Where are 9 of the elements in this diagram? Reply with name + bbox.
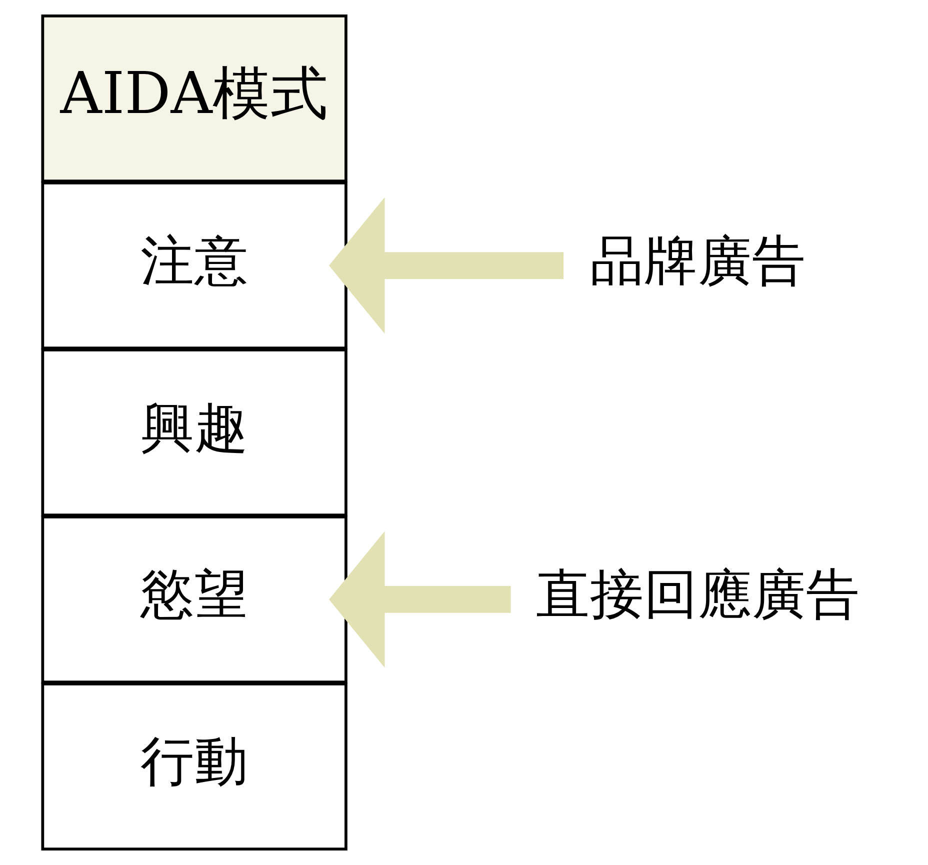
arrow <box>329 197 564 334</box>
node-box: 行動 <box>41 682 348 850</box>
node-box: 注意 <box>41 182 348 350</box>
node-box: 興趣 <box>41 348 348 516</box>
node-box: AIDA模式 <box>41 14 348 182</box>
arrow <box>329 531 511 668</box>
node-box: 慾望 <box>41 516 348 684</box>
node-text: 直接回應廣告 <box>536 562 860 626</box>
node-text: 品牌廣告 <box>590 228 806 292</box>
